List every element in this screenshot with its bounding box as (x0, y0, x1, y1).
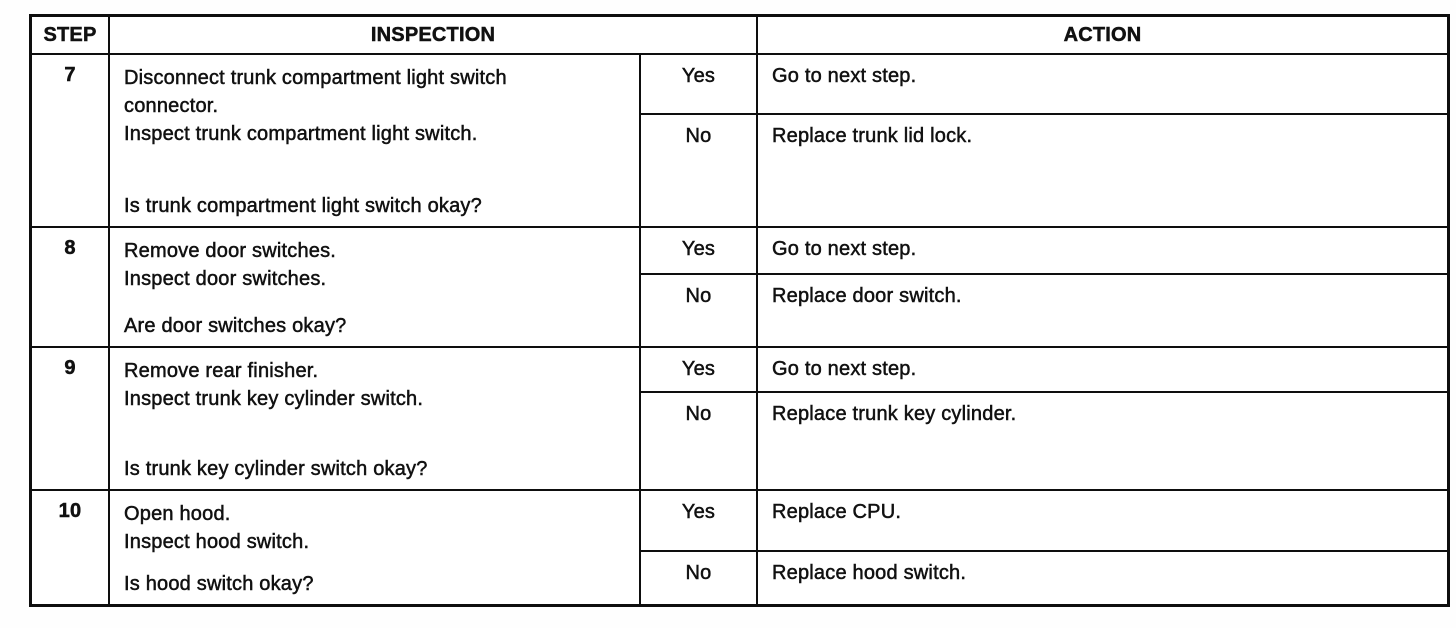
column-header-action: ACTION (1063, 23, 1142, 46)
action-cell: Replace CPU. (772, 501, 902, 524)
branch-row-yes: Yes Replace CPU. (641, 491, 1447, 552)
answer-cell-no: No (641, 115, 758, 226)
inspection-question: Are door switches okay? (124, 315, 347, 338)
inspection-cell: Remove door switches. Inspect door switc… (110, 228, 641, 346)
answer-cell-no: No (641, 275, 758, 346)
inspection-question: Is trunk key cylinder switch okay? (124, 458, 428, 481)
column-header-step: STEP (32, 17, 110, 53)
branch-rows: Yes Go to next step. No Replace trunk ke… (641, 348, 1447, 489)
action-cell: Go to next step. (772, 238, 917, 261)
action-cell: Replace door switch. (772, 285, 962, 308)
table-row-step-8: 8 Remove door switches. Inspect door swi… (32, 228, 1447, 348)
branch-row-yes: Yes Go to next step. (641, 348, 1447, 393)
inspection-cell: Disconnect trunk compartment light switc… (110, 55, 641, 226)
answer-cell-no: No (641, 552, 758, 604)
action-cell: Replace hood switch. (772, 562, 967, 585)
inspection-question: Is hood switch okay? (124, 573, 314, 596)
step-number-cell: 10 (32, 491, 110, 604)
table-row-step-7: 7 Disconnect trunk compartment light swi… (32, 55, 1447, 228)
branch-rows: Yes Replace CPU. No Replace hood switch. (641, 491, 1447, 604)
inspection-text: Remove door switches. Inspect door switc… (124, 240, 337, 291)
answer-cell-no: No (641, 393, 758, 489)
branch-rows: Yes Go to next step. No Replace trunk li… (641, 55, 1447, 226)
branch-row-no: No Replace trunk lid lock. (641, 115, 1447, 226)
inspection-text: Remove rear finisher. Inspect trunk key … (124, 360, 424, 411)
step-number-cell: 9 (32, 348, 110, 489)
table-row-step-10: 10 Open hood. Inspect hood switch. Is ho… (32, 491, 1447, 604)
column-header-inspection: INSPECTION (110, 17, 758, 53)
troubleshooting-table: STEP INSPECTION ACTION 7 Disconnect trun… (29, 14, 1450, 607)
branch-rows: Yes Go to next step. No Replace door swi… (641, 228, 1447, 346)
action-cell: Go to next step. (772, 358, 917, 381)
answer-cell-yes: Yes (641, 55, 758, 113)
inspection-text: Open hood. Inspect hood switch. (124, 503, 310, 554)
table-header-row: STEP INSPECTION ACTION (32, 17, 1447, 55)
action-cell: Go to next step. (772, 65, 917, 88)
branch-row-no: No Replace door switch. (641, 275, 1447, 346)
inspection-cell: Remove rear finisher. Inspect trunk key … (110, 348, 641, 489)
branch-row-yes: Yes Go to next step. (641, 228, 1447, 275)
answer-cell-yes: Yes (641, 228, 758, 273)
inspection-text: Disconnect trunk compartment light switc… (124, 67, 507, 146)
table-row-step-9: 9 Remove rear finisher. Inspect trunk ke… (32, 348, 1447, 491)
branch-row-no: No Replace hood switch. (641, 552, 1447, 604)
action-cell: Replace trunk key cylinder. (772, 403, 1017, 426)
step-number-cell: 7 (32, 55, 110, 226)
branch-row-yes: Yes Go to next step. (641, 55, 1447, 115)
inspection-question: Is trunk compartment light switch okay? (124, 195, 482, 218)
answer-cell-yes: Yes (641, 348, 758, 391)
action-cell: Replace trunk lid lock. (772, 125, 973, 148)
step-number-cell: 8 (32, 228, 110, 346)
inspection-cell: Open hood. Inspect hood switch. Is hood … (110, 491, 641, 604)
answer-cell-yes: Yes (641, 491, 758, 550)
branch-row-no: No Replace trunk key cylinder. (641, 393, 1447, 489)
